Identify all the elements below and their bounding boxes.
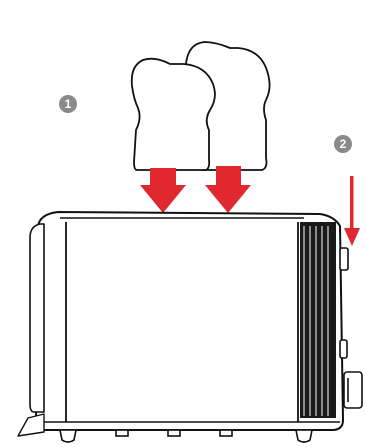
toaster-side-grill xyxy=(300,222,336,418)
insert-arrow-right-icon xyxy=(205,166,251,213)
step-2-badge: 2 xyxy=(334,135,352,153)
insert-arrow-left-icon xyxy=(140,168,186,213)
toaster-controls xyxy=(339,247,363,409)
toaster-feet xyxy=(59,429,313,443)
bread-slice-front-icon xyxy=(130,57,216,171)
toaster-body xyxy=(17,211,344,437)
step-1-badge: 1 xyxy=(59,95,77,113)
lever-down-arrow-icon xyxy=(344,176,360,246)
